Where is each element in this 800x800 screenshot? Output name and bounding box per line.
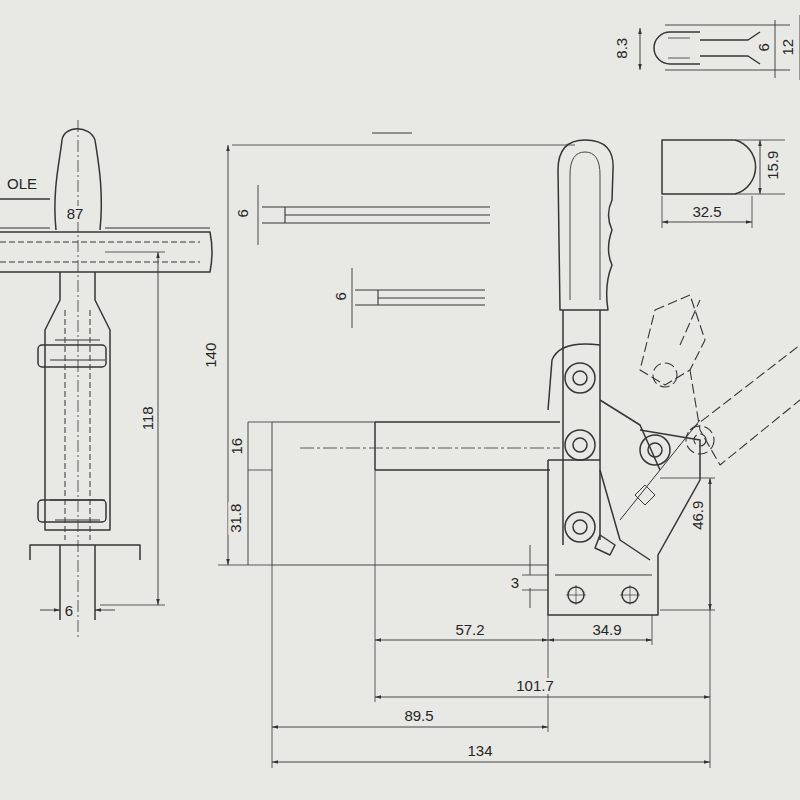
- dimension-label: 31.8: [229, 501, 246, 534]
- dimension-label: 6: [333, 290, 350, 302]
- dimension-label: 134: [465, 743, 494, 760]
- pivot-pins: [565, 363, 670, 542]
- dimension-label: 6: [756, 41, 773, 53]
- dimension-label: 118: [140, 404, 157, 432]
- dimension-label: 32.5: [690, 204, 723, 221]
- dimension-label: 16: [229, 436, 246, 457]
- slot-detail: [654, 32, 760, 64]
- clamp-arm: [375, 422, 560, 470]
- open-position: [640, 295, 800, 465]
- leader-line: [0, 198, 50, 200]
- dimension-label: 89.5: [402, 708, 435, 725]
- linkage-body: [45, 272, 110, 530]
- dimension-label: OLE: [5, 176, 39, 193]
- dimension-label: 87: [65, 206, 86, 223]
- dimension-label: 6: [235, 207, 252, 219]
- dimension-label: 46.9: [691, 498, 708, 531]
- dimension-label: 6: [63, 603, 75, 620]
- dimension-label: 8.3: [614, 36, 631, 61]
- base-frame: [548, 430, 700, 615]
- dimension-label: 12: [780, 37, 797, 58]
- handle-grip: [558, 140, 613, 310]
- dimension-label: 101.7: [514, 678, 556, 695]
- dimension-label: 57.2: [453, 622, 486, 639]
- dimension-label: 34.9: [590, 622, 623, 639]
- pad-detail: [662, 140, 756, 194]
- dimension-label: 15.9: [766, 148, 783, 181]
- base-flange: [30, 545, 140, 560]
- handle-arm: [563, 310, 600, 545]
- dimension-label: 3: [509, 575, 521, 592]
- dimension-label: 140: [204, 340, 221, 369]
